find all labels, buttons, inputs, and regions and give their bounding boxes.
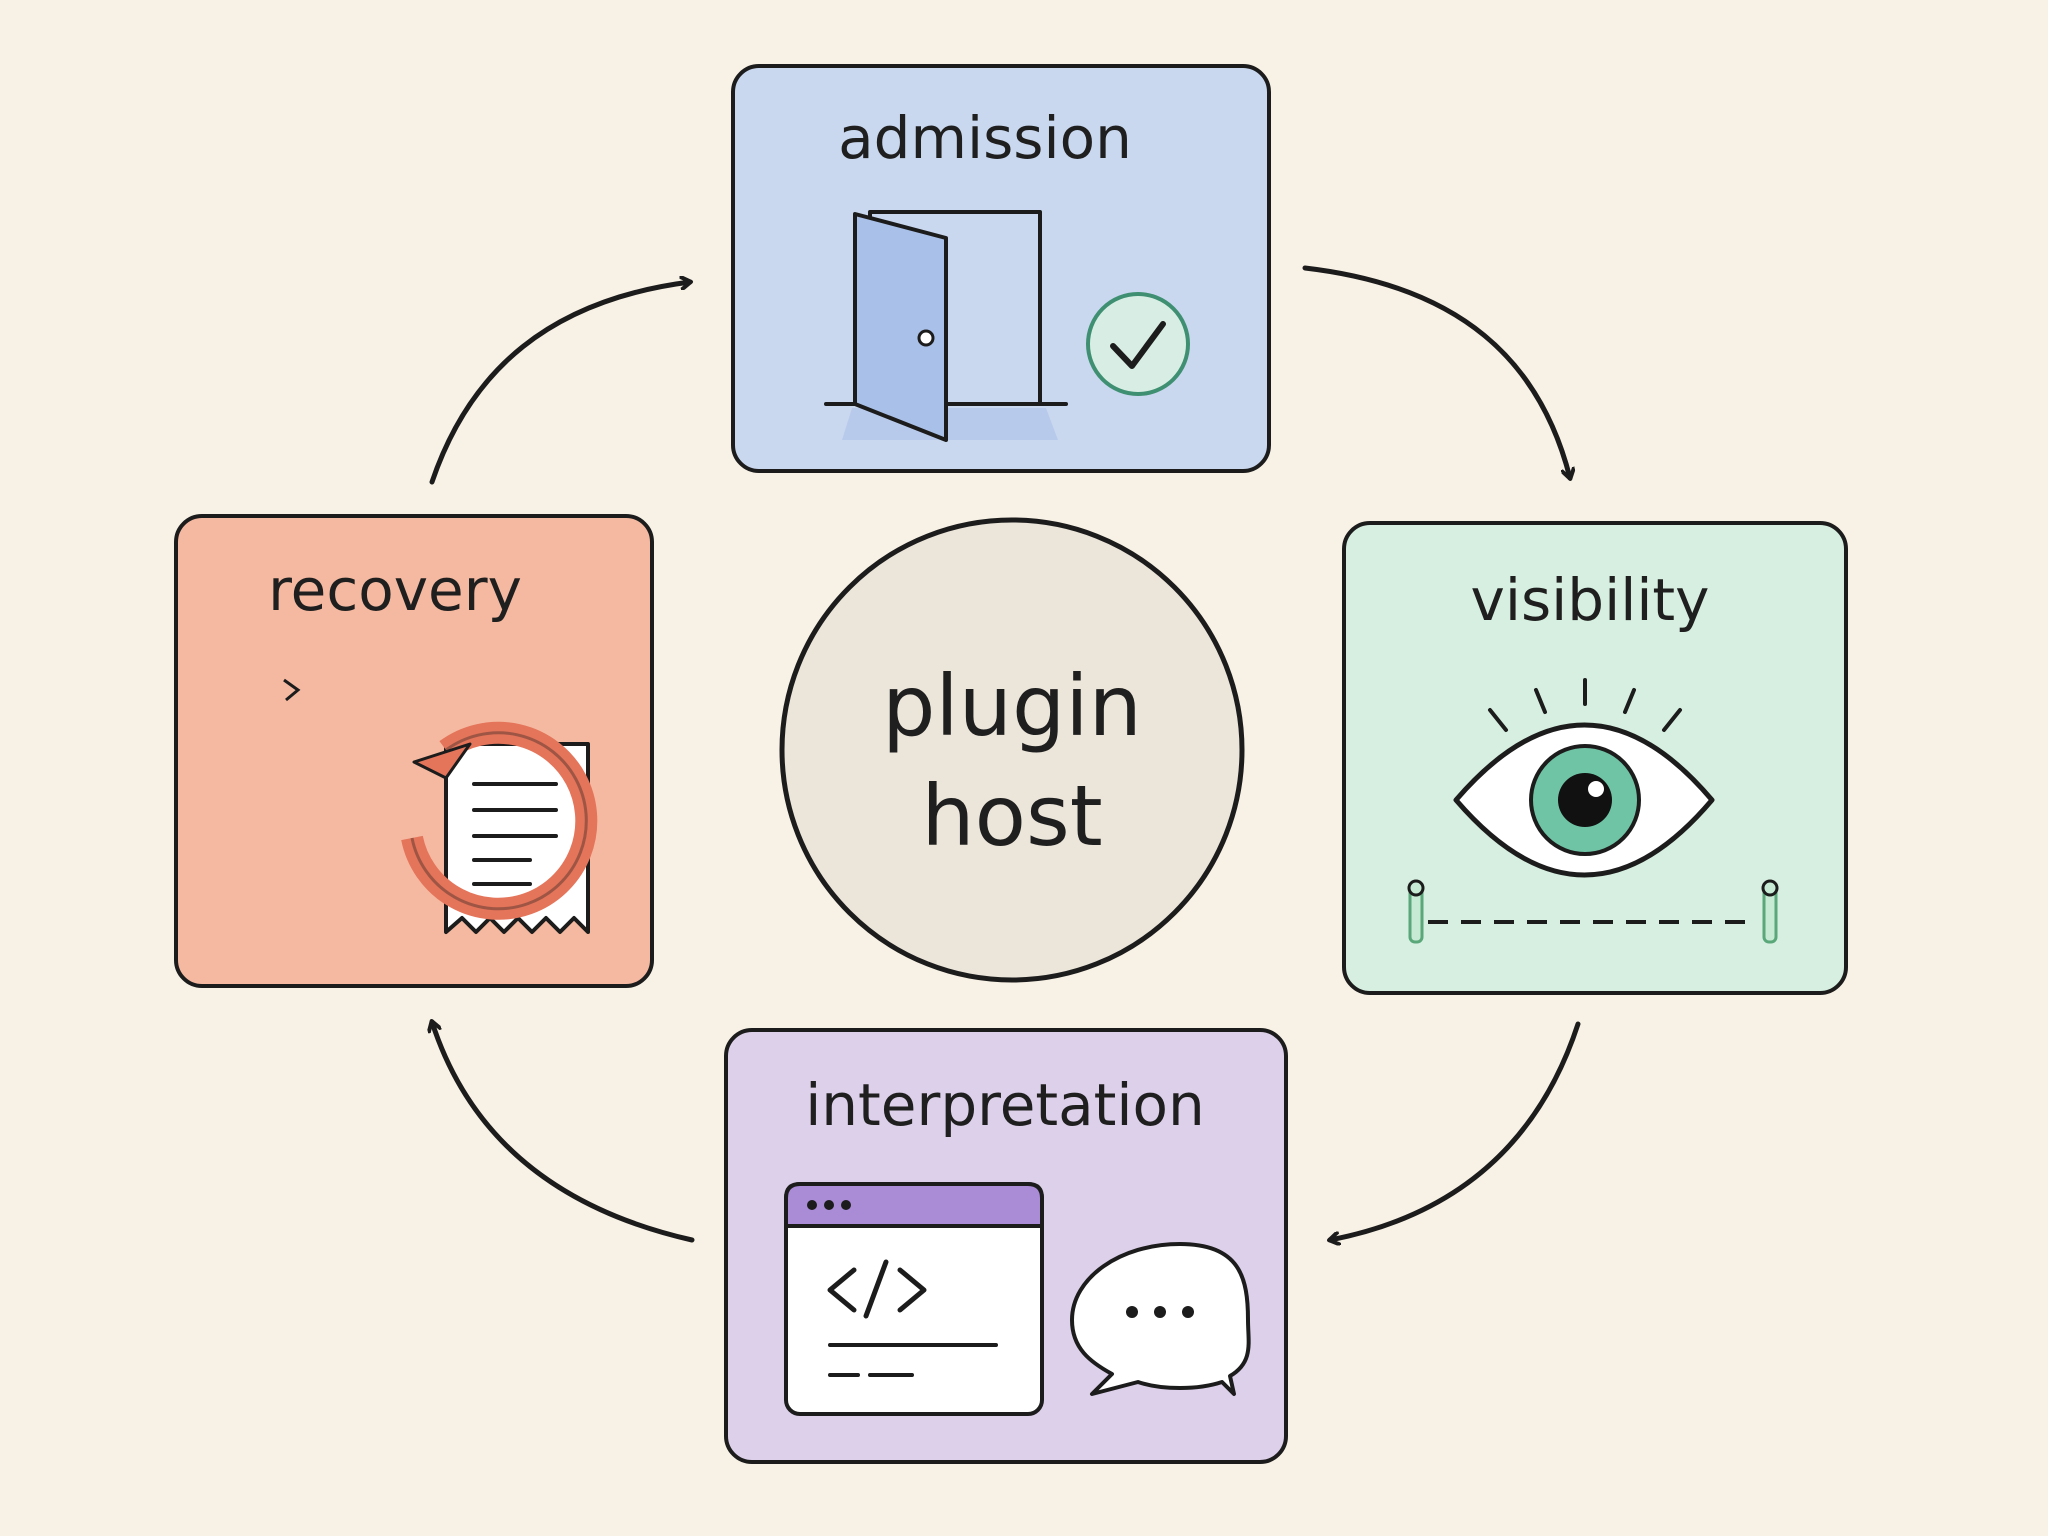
eye-icon (1453, 678, 1715, 878)
interpretation-label: interpretation (805, 1071, 1205, 1139)
arrow-visibility-to-interpretation (1330, 1021, 1581, 1240)
arrow-recovery-to-admission (429, 282, 690, 485)
admission-label: admission (838, 104, 1132, 172)
visibility-label: visibility (1471, 566, 1710, 634)
recovery-card: recovery (174, 514, 654, 988)
open-door-icon (824, 210, 1068, 442)
speech-bubble-icon (1070, 1242, 1251, 1396)
code-window-icon (784, 1182, 1044, 1416)
checkmark-icon (1086, 292, 1190, 396)
circular-arrow-icon (283, 678, 598, 920)
arrow-interpretation-to-recovery (432, 1022, 695, 1243)
boundary-line-icon (1407, 879, 1779, 944)
interpretation-card: interpretation (724, 1028, 1288, 1464)
center-circle (779, 517, 1245, 983)
admission-card: admission (731, 64, 1271, 473)
arrow-admission-to-visibility (1302, 265, 1570, 478)
center-label-line2: host (921, 767, 1102, 865)
recovery-label: recovery (268, 556, 522, 624)
center-node: plugin host (779, 517, 1245, 983)
center-label-line1: plugin (882, 657, 1142, 755)
visibility-card: visibility (1342, 521, 1848, 995)
